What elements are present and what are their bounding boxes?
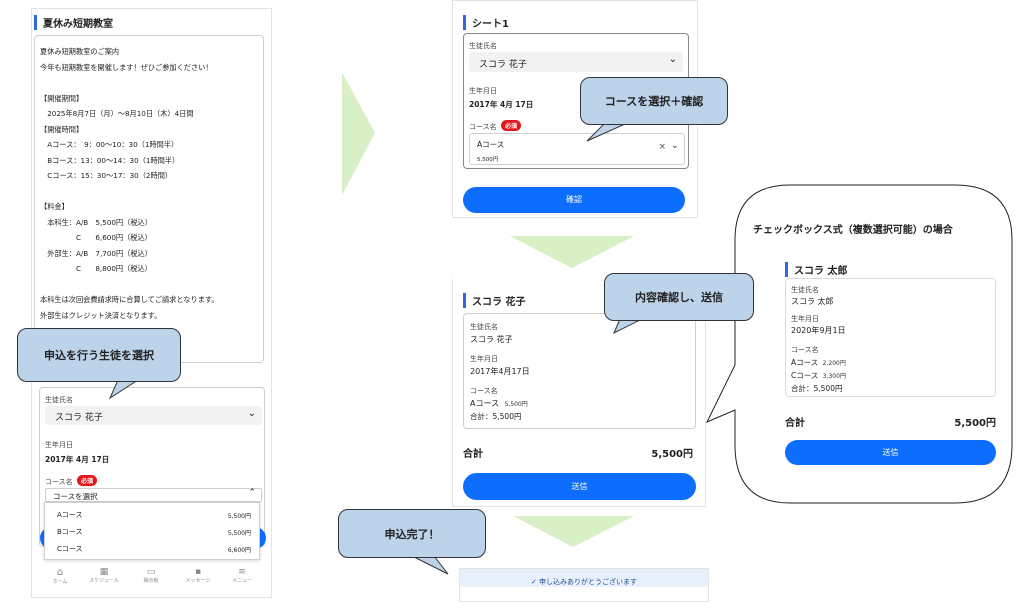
clear-icon[interactable]: × xyxy=(658,142,666,152)
arrow-down-2 xyxy=(513,516,634,547)
callout-done: 申込完了！ xyxy=(338,509,486,558)
checkbox-send-button[interactable]: 送信 xyxy=(785,440,996,465)
info-line: C 8,800円（税込） xyxy=(40,264,152,273)
chevron-down-icon: ⌄ xyxy=(247,408,256,419)
sheet-course-label: コース名 xyxy=(469,123,497,131)
student-select[interactable]: スコラ 花子 ⌄ xyxy=(45,406,262,425)
complete-banner: ✓ 申し込みありがとうございます xyxy=(460,569,708,587)
info-line: C 6,600円（税込） xyxy=(40,233,152,242)
checkbox-heading: チェックボックス式（複数選択可能）の場合 xyxy=(753,225,953,236)
message-icon: ▪ xyxy=(194,567,202,577)
checkbox-student-value: スコラ 太郎 xyxy=(791,297,834,306)
nav-menu[interactable]: ≡ メニュー xyxy=(226,567,258,584)
callout-confirm-send: 内容確認し、送信 xyxy=(604,273,754,321)
left-phone-panel: 夏休み短期教室 夏休み短期教室のご案内今年も短期教室を開催します！ぜひご参加くだ… xyxy=(31,8,272,598)
info-text: 夏休み短期教室のご案内今年も短期教室を開催します！ぜひご参加ください！ 【開催期… xyxy=(40,44,219,323)
callout-select-course: コースを選択＋確認 xyxy=(580,77,728,125)
info-line: Aコース： 9：00～10：30（1時間半） xyxy=(40,140,179,149)
chevron-down-icon: ⌄ xyxy=(670,140,679,151)
checkbox-dob-value: 2020年9月1日 xyxy=(791,326,846,335)
review-dob-value: 2017年4月17日 xyxy=(470,367,530,376)
page-title: 夏休み短期教室 xyxy=(34,15,113,30)
course-select-placeholder: コースを選択 xyxy=(53,492,98,501)
callout-select-student: 申込を行う生徒を選択 xyxy=(17,328,181,382)
info-card: 夏休み短期教室のご案内今年も短期教室を開催します！ぜひご参加ください！ 【開催期… xyxy=(34,35,264,363)
arrow-down-1 xyxy=(510,236,634,268)
calendar-icon: ▦ xyxy=(99,567,109,577)
bottom-nav: ⌂ ホーム ▦ スケジュール ▭ 掲示板 ▪ メッセージ ≡ メニュー xyxy=(32,565,271,597)
info-line: Bコース：13：00～14：30（1時間半） xyxy=(40,155,180,165)
info-line: 今年も短期教室を開催します！ぜひご参加ください！ xyxy=(40,62,213,72)
student-select-value: スコラ 花子 xyxy=(55,413,103,423)
sheet-student-label: 生徒氏名 xyxy=(469,42,497,50)
checkbox-total-label: 合計 xyxy=(785,418,805,429)
course-label: コース名 xyxy=(45,478,73,486)
menu-icon: ≡ xyxy=(238,567,246,577)
checkbox-total-value: 5,500円 xyxy=(954,418,996,429)
sheet-dob-label: 生年月日 xyxy=(469,87,497,95)
nav-schedule[interactable]: ▦ スケジュール xyxy=(84,567,124,584)
info-line: 【開催時間】 xyxy=(40,124,84,134)
review-card: 生徒氏名 スコラ 花子 生年月日 2017年4月17日 コース名 Aコース 5,… xyxy=(463,313,696,429)
info-line: 本科生は次回会費請求時に合算してご請求となります。 xyxy=(40,295,219,304)
complete-panel: ✓ 申し込みありがとうございます xyxy=(459,568,709,602)
required-badge: 必須 xyxy=(501,120,522,131)
info-line: 【開催期間】 xyxy=(40,93,84,103)
sheet-course-select[interactable]: Aコース 5,500円 × ⌄ xyxy=(469,133,685,165)
course-select[interactable]: コースを選択 ⌃ xyxy=(45,488,262,502)
sheet-dob-value: 2017年 4月 17日 xyxy=(469,100,534,109)
confirm-button[interactable]: 確認 xyxy=(463,187,685,213)
info-line: Cコース：15：30～17：30（2時間） xyxy=(40,171,173,180)
student-label: 生徒氏名 xyxy=(45,396,73,404)
info-line: 2025年8月7日（月）～8月10日（木）4日間 xyxy=(40,109,194,118)
sheet-student-select[interactable]: スコラ 花子 ⌄ xyxy=(469,52,683,72)
dob-label: 生年月日 xyxy=(45,441,73,449)
checkbox-subtotal: 合計：5,500円 xyxy=(791,384,843,393)
info-line: 夏休み短期教室のご案内 xyxy=(40,47,120,56)
send-button[interactable]: 送信 xyxy=(463,473,696,500)
info-line: 【料金】 xyxy=(40,202,69,211)
total-label: 合計 xyxy=(463,449,483,460)
sheet-title: シート1 xyxy=(463,15,509,30)
nav-home[interactable]: ⌂ ホーム xyxy=(44,567,76,585)
checkbox-card: 生徒氏名 スコラ 太郎 生年月日 2020年9月1日 コース名 Aコース 2,2… xyxy=(785,278,996,397)
home-icon: ⌂ xyxy=(56,567,64,578)
checkbox-title: スコラ 太郎 xyxy=(785,262,847,277)
complete-message: ✓ 申し込みありがとうございます xyxy=(530,578,638,586)
chevron-down-icon: ⌄ xyxy=(668,54,677,65)
course-dropdown-list: Aコース 5,500円 Bコース 5,500円 Cコース 6,600円 xyxy=(44,502,260,560)
course-option[interactable]: Cコース 6,600円 xyxy=(57,545,251,554)
nav-message[interactable]: ▪ メッセージ xyxy=(178,567,218,584)
required-badge: 必須 xyxy=(77,475,98,486)
nav-board[interactable]: ▭ 掲示板 xyxy=(135,567,167,584)
checkbox-course-2: Cコース 3,300円 xyxy=(791,371,846,380)
info-line: 外部生はクレジット決済となります。 xyxy=(40,310,162,320)
course-option[interactable]: Bコース 5,500円 xyxy=(57,528,251,537)
checkbox-course-1: Aコース 2,200円 xyxy=(791,358,846,367)
review-title: スコラ 花子 xyxy=(463,293,525,308)
dob-value: 2017年 4月 17日 xyxy=(45,455,110,464)
info-line: 外部生：A/B 7,700円（税込） xyxy=(40,248,152,258)
arrow-right xyxy=(342,72,375,195)
total-value: 5,500円 xyxy=(651,449,693,460)
info-line: 本科生：A/B 5,500円（税込） xyxy=(40,217,152,227)
review-subtotal: 合計：5,500円 xyxy=(470,412,522,421)
course-option[interactable]: Aコース 5,500円 xyxy=(57,511,251,520)
chevron-up-icon: ⌃ xyxy=(248,488,256,498)
review-course-value: Aコース 5,500円 xyxy=(470,399,528,408)
board-icon: ▭ xyxy=(146,567,156,577)
review-student-value: スコラ 花子 xyxy=(470,335,513,344)
